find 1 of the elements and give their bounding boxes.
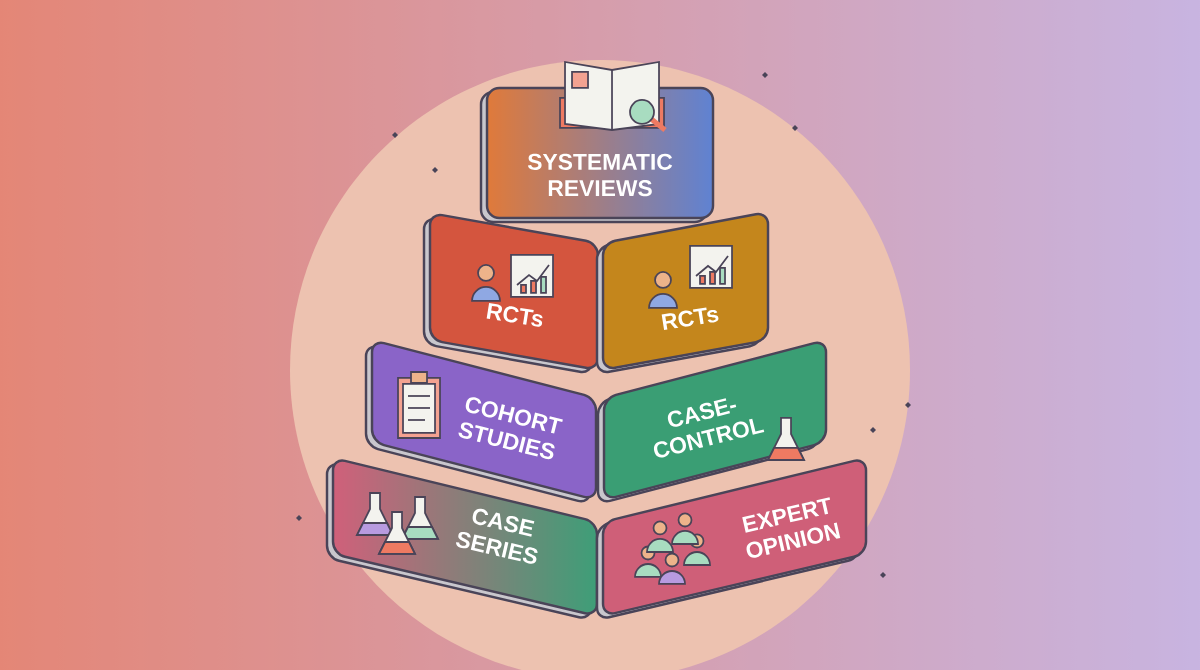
pyramid-panel: EXPERT OPINION: [595, 459, 868, 619]
